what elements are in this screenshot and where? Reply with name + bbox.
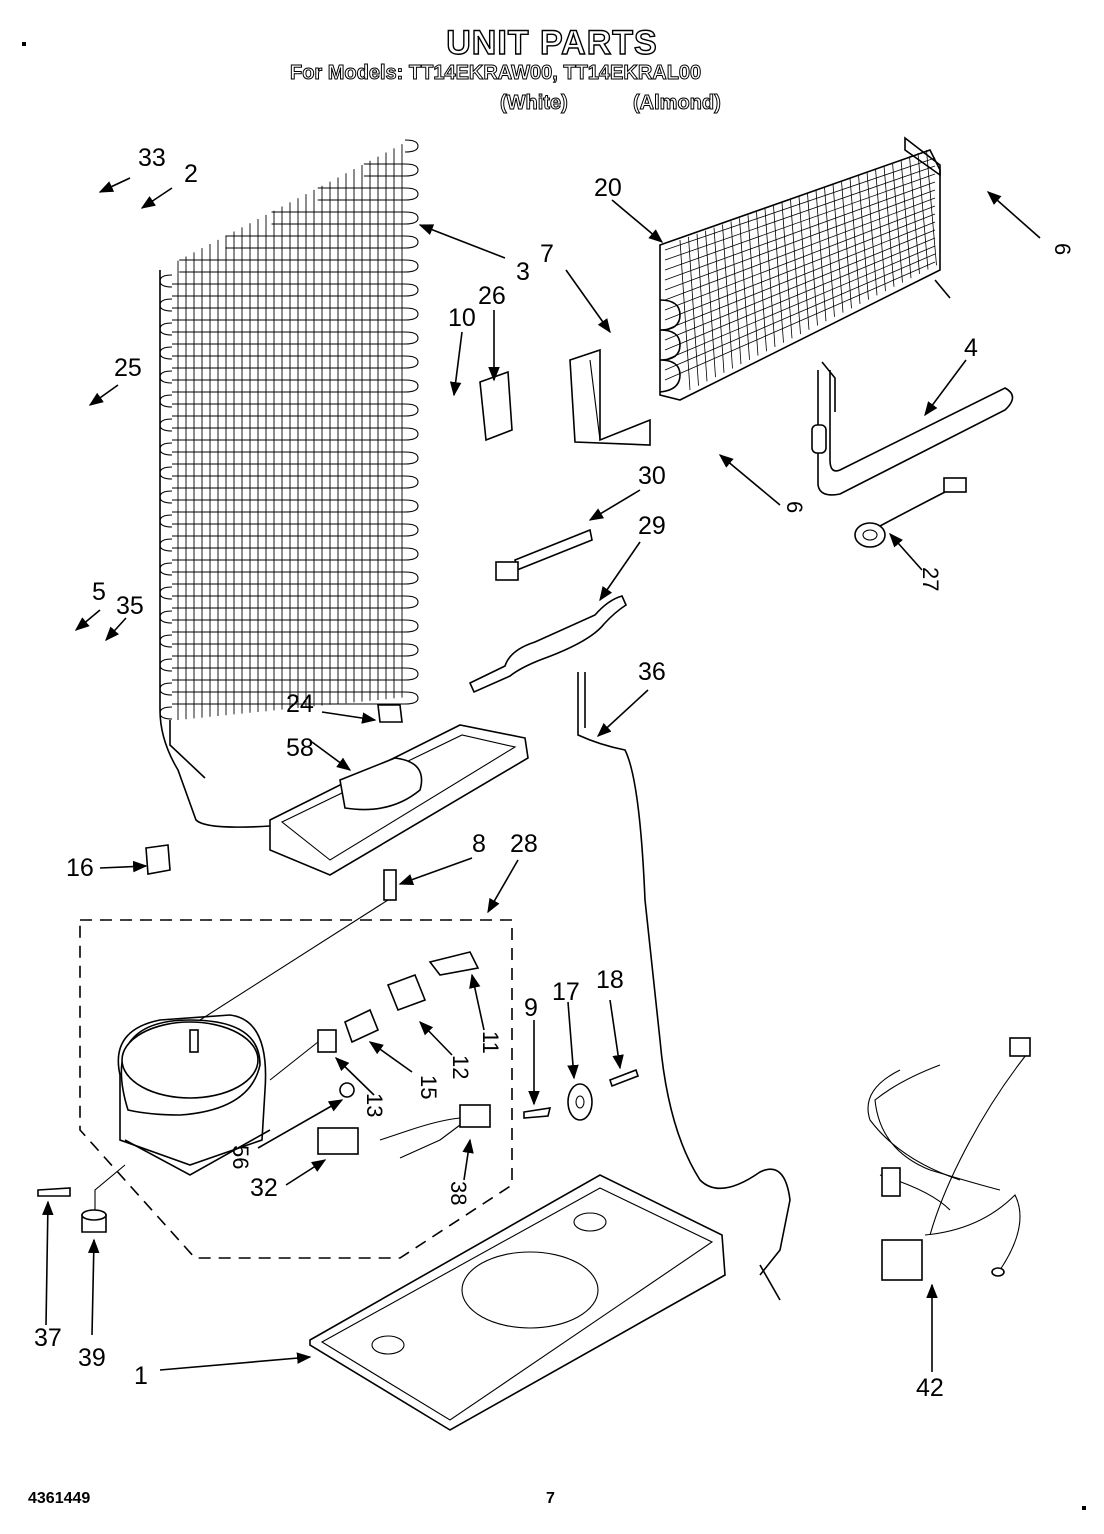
- callout-9: 9: [524, 994, 538, 1022]
- grommets-clips: [37, 370, 640, 1233]
- callout-32: 32: [250, 1174, 278, 1202]
- page-title: UNIT PARTS: [446, 23, 658, 62]
- callout-13: 13: [362, 1093, 387, 1117]
- callout-42: 42: [916, 1374, 944, 1402]
- callout-7: 7: [540, 240, 554, 268]
- compressor: [94, 899, 389, 1210]
- wiring-harness: [867, 1037, 1031, 1281]
- relay-overload: [269, 951, 491, 1159]
- callout-17: 17: [552, 978, 580, 1006]
- callout-6-top: 6: [1050, 243, 1075, 255]
- base-plate: [309, 1174, 726, 1431]
- callout-27: 27: [918, 567, 943, 591]
- callout-15: 15: [416, 1075, 441, 1099]
- callout-4: 4: [964, 334, 978, 362]
- callout-18: 18: [596, 966, 624, 994]
- callout-28: 28: [510, 830, 538, 858]
- callout-6-bottom: 6: [782, 501, 807, 513]
- callout-58: 58: [286, 734, 314, 762]
- cable-tie: [495, 528, 593, 581]
- corner-mark: [1082, 1506, 1086, 1510]
- document-number: 4361449: [28, 1490, 91, 1507]
- callout-10: 10: [448, 304, 476, 332]
- callout-39: 39: [78, 1344, 106, 1372]
- callout-38: 38: [446, 1181, 471, 1205]
- variant-white-label: (White): [500, 92, 569, 115]
- callout-3: 3: [516, 258, 530, 286]
- callout-24: 24: [286, 690, 314, 718]
- page-number: 7: [546, 1490, 555, 1507]
- drain-pan: [269, 704, 529, 876]
- callout-26: 26: [478, 282, 506, 310]
- models-line: For Models: TT14EKRAW00, TT14EKRAL00: [289, 62, 702, 85]
- drier: [468, 595, 628, 694]
- callout-5: 5: [92, 578, 106, 606]
- corner-mark: [22, 42, 26, 46]
- callout-25: 25: [114, 354, 142, 382]
- callout-11: 11: [478, 1031, 503, 1054]
- evaporator: [569, 136, 951, 446]
- callout-20: 20: [594, 174, 622, 202]
- condenser: [159, 139, 419, 828]
- callout-29: 29: [638, 512, 666, 540]
- callout-8: 8: [472, 830, 486, 858]
- defrost-thermostat: [854, 477, 967, 548]
- callout-35: 35: [116, 592, 144, 620]
- callout-37: 37: [34, 1324, 62, 1352]
- compressor-assembly-outline: [79, 919, 513, 1259]
- callout-36: 36: [638, 658, 666, 686]
- callout-33: 33: [138, 144, 166, 172]
- variant-almond-label: (Almond): [633, 92, 722, 115]
- capillary-tube: [577, 672, 791, 1301]
- defrost-heater: [811, 361, 1014, 496]
- callout-12: 12: [448, 1055, 473, 1079]
- callout-1: 1: [134, 1362, 148, 1390]
- callout-30: 30: [638, 462, 666, 490]
- leader-lines: [42, 177, 1041, 1372]
- drain-tube: [383, 869, 397, 901]
- callout-16: 16: [66, 854, 94, 882]
- callout-labels: 33 2 3 26 10 25 20 7 6 4 6 30 29 27 5 35…: [34, 144, 1075, 1402]
- callout-2: 2: [184, 160, 198, 188]
- callout-56: 56: [228, 1145, 253, 1169]
